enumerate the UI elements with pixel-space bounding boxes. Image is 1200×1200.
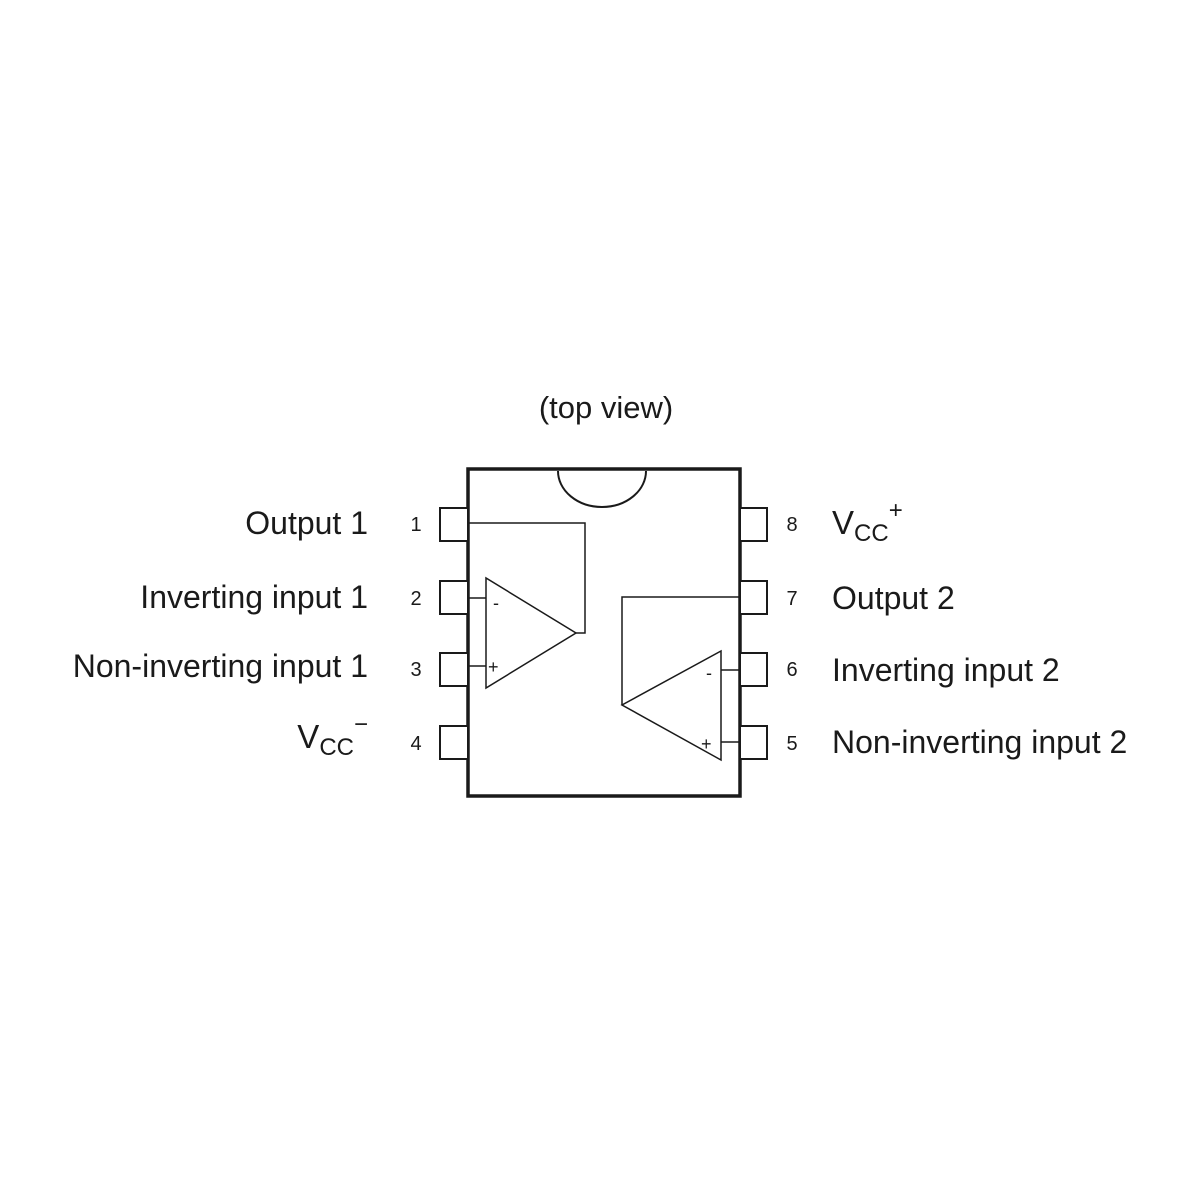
pin-7-label: Output 2	[832, 580, 955, 616]
opamp-2-plus-sign: +	[701, 734, 712, 754]
pin-8-number: 8	[786, 514, 798, 536]
vcc-plus-subscript: CC	[854, 520, 889, 547]
orientation-notch	[557, 470, 647, 508]
pin-4-label: VCC−	[297, 713, 368, 760]
pin-3-label: Non-inverting input 1	[72, 648, 368, 684]
pin-pad-4	[439, 725, 469, 760]
pin-4-number: 4	[410, 733, 422, 755]
pin-7-number: 7	[786, 588, 798, 610]
pin-pad-3	[439, 652, 469, 687]
opamp-1-triangle	[485, 576, 578, 690]
vcc-minus-superscript: −	[353, 711, 368, 738]
pin-1-label: Output 1	[245, 505, 368, 541]
opamp-1-output-wire	[468, 522, 586, 634]
vcc-minus-subscript: CC	[319, 734, 354, 761]
pin-pad-5	[739, 725, 768, 760]
opamp-1-minus-sign: -	[493, 593, 499, 613]
pin-6-number: 6	[786, 659, 798, 681]
view-label: (top view)	[538, 390, 674, 425]
opamp-2-minus-sign: -	[706, 663, 712, 683]
pin-pad-8	[739, 507, 768, 542]
opamp-1-plus-sign: +	[488, 657, 499, 677]
pin-3-number: 3	[410, 659, 422, 681]
pin-pad-7	[739, 580, 768, 615]
pin-pad-1	[439, 507, 469, 542]
pin-5-label: Non-inverting input 2	[832, 724, 1128, 760]
pin-2-label: Inverting input 1	[140, 579, 368, 615]
vcc-minus-main: V	[297, 718, 320, 755]
pin-2-number: 2	[410, 588, 422, 610]
opamp-2-output-wire	[621, 596, 740, 705]
pin-5-number: 5	[786, 733, 798, 755]
chip-body	[466, 467, 742, 798]
vcc-plus-main: V	[832, 504, 855, 541]
opamp-2-triangle	[620, 649, 722, 762]
pin-1-number: 1	[410, 514, 422, 536]
pin-6-label: Inverting input 2	[832, 652, 1060, 688]
vcc-plus-superscript: +	[888, 497, 903, 524]
pin-pad-2	[439, 580, 469, 615]
pin-8-label: VCC+	[832, 499, 903, 546]
pin-pad-6	[739, 652, 768, 687]
